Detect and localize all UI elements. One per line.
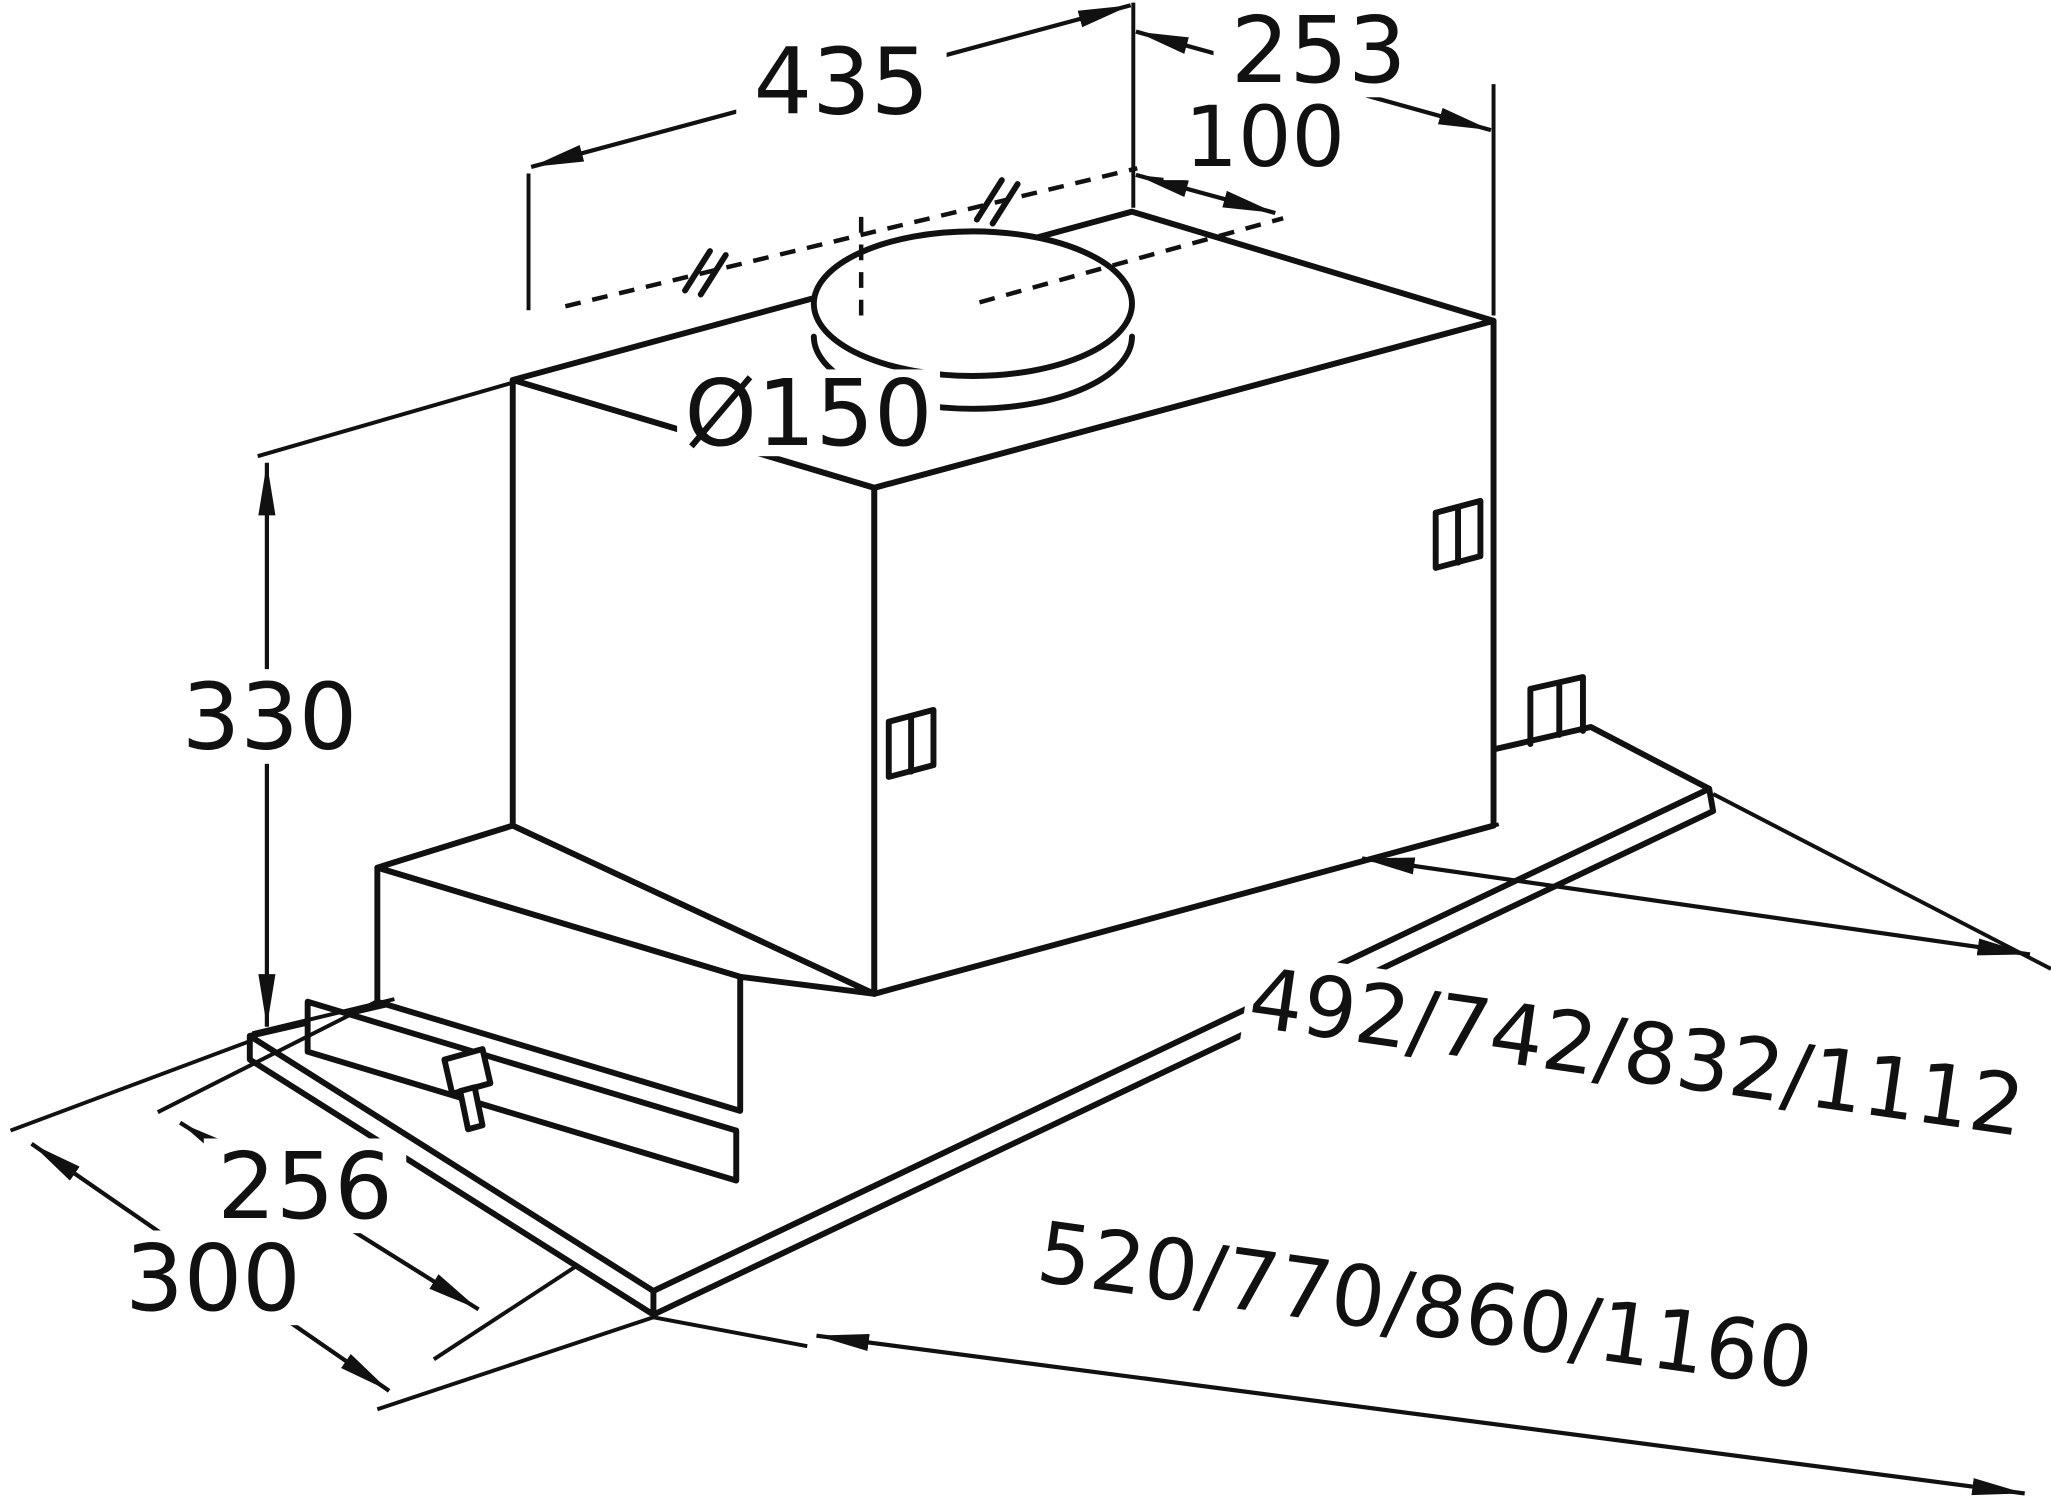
ext-330-top: [257, 380, 514, 459]
collar-opening: [810, 228, 1135, 379]
extension-lines: [9, 2, 2051, 1412]
ext-width-right: [1712, 792, 2051, 971]
dim-label-depth-top: 253: [1231, 0, 1407, 104]
centerline-duct: [978, 216, 1284, 305]
handle-knob: [441, 1046, 494, 1097]
ext-overall-width-left: [653, 1315, 808, 1349]
mounting-clips: [885, 497, 1484, 780]
label-duct-offset: 100: [1163, 88, 1367, 186]
centerlines: [564, 166, 1284, 327]
label-width-top: 435: [736, 29, 947, 136]
dimline-body-widths: [1361, 856, 2031, 957]
dim-label-visor-depth: 256: [217, 1133, 393, 1240]
housing-front-face: [374, 864, 744, 1114]
centerline-top: [564, 166, 1138, 309]
dim-label-body-widths: 492/742/832/1112: [1243, 949, 2030, 1156]
filter-housing: [374, 822, 878, 1114]
break-marks: [682, 177, 1021, 298]
dimline-overall-widths: [816, 1333, 2025, 1496]
ext-256-top: [156, 999, 377, 1114]
dimline-duct-100: [1135, 172, 1276, 215]
label-duct-diameter: Ø150: [677, 360, 941, 467]
dim-label-depth-total: 300: [125, 1225, 301, 1332]
ext-body-width-left: [1351, 822, 1500, 866]
handle-stem: [457, 1084, 486, 1133]
dim-label-height: 330: [182, 664, 358, 771]
ext-256-bottom: [432, 1263, 580, 1361]
label-height: 330: [164, 664, 375, 771]
rear-bracket-tab: [1527, 674, 1586, 748]
label-body-widths: 492/742/832/1112: [1239, 949, 2034, 1156]
dim-label-duct-offset: 100: [1184, 88, 1345, 186]
dim-label-width-top: 435: [754, 29, 930, 136]
dimension-lines: [30, 3, 2031, 1496]
label-visor-depth: 256: [203, 1133, 407, 1240]
dim-label-duct-diameter: Ø150: [685, 360, 933, 467]
visor-handle: [441, 1046, 494, 1133]
label-depth-top: 253: [1213, 0, 1424, 104]
ext-300-top: [9, 1039, 251, 1133]
label-depth-total: 300: [111, 1225, 315, 1332]
ext-300-bottom: [376, 1315, 655, 1412]
